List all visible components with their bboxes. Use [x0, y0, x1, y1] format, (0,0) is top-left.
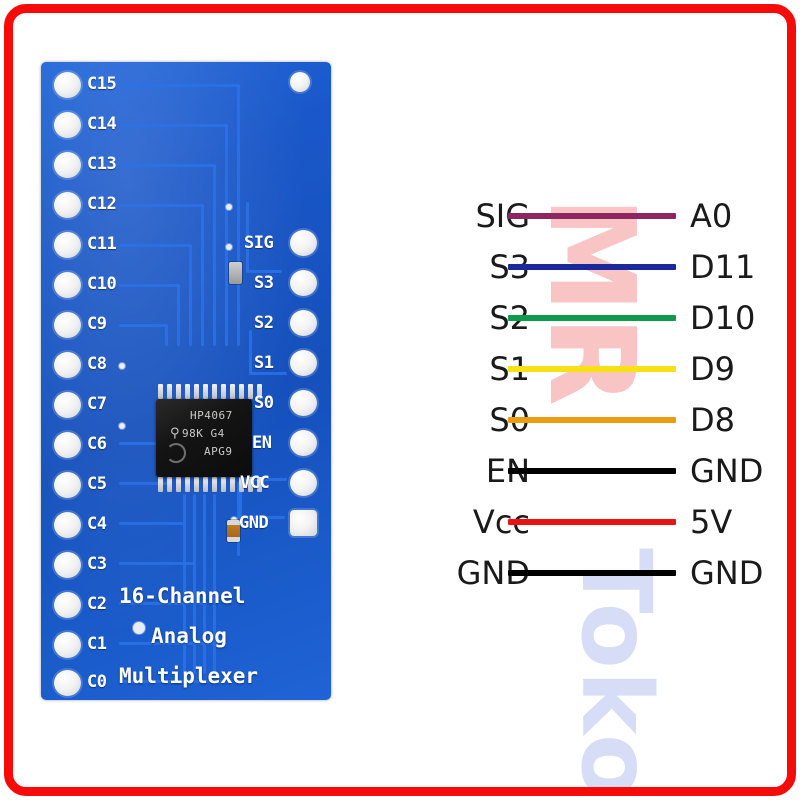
padlabel-c10: C10 [87, 274, 117, 294]
pad-c9 [54, 312, 81, 338]
silkscreen-line-1: 16-Channel [119, 584, 246, 608]
pad-c8 [54, 352, 81, 378]
wiring-row: EN GND [420, 445, 764, 496]
ic-marking-line2: 98K G4 [182, 427, 225, 440]
padlabel-c14: C14 [87, 114, 117, 134]
silkscreen-line-3: Multiplexer [119, 664, 259, 688]
wire-line [508, 467, 676, 474]
pad-c5 [54, 472, 81, 498]
wire-line [508, 518, 676, 525]
pad-c13 [54, 152, 81, 178]
padlabel-gnd: GND [239, 513, 269, 533]
wiring-diagram: SIG A0 S3 D11 S2 D10 S1 D9 S0 D8 EN G [420, 190, 764, 598]
wire-line [508, 416, 676, 423]
pad-c15 [54, 72, 81, 98]
pad-s0 [290, 390, 317, 416]
pad-vcc [290, 470, 317, 496]
mounting-hole [290, 72, 310, 92]
padlabel-c11: C11 [87, 234, 117, 254]
padlabel-c1: C1 [87, 634, 107, 654]
smd-resistor [227, 520, 240, 542]
padlabel-c12: C12 [87, 194, 117, 214]
board-pin-label: A0 [690, 196, 733, 235]
padlabel-c8: C8 [87, 354, 107, 374]
wire-line [508, 314, 676, 321]
padlabel-c3: C3 [87, 554, 107, 574]
padlabel-c6: C6 [87, 434, 107, 454]
ic-pins-bottom [158, 477, 262, 492]
silkscreen-line-2: Analog [151, 624, 227, 648]
board-pin-label: 5V [690, 502, 733, 541]
wiring-row: S0 D8 [420, 394, 735, 445]
pad-c6 [54, 432, 81, 458]
pad-s3 [290, 270, 317, 296]
padlabel-c9: C9 [87, 314, 107, 334]
padlabel-vcc: VCC [240, 473, 270, 493]
board-pin-label: D11 [690, 247, 756, 286]
mux-ic-package: ⚲ HP4067 98K G4 APG9 [156, 399, 252, 477]
pad-c3 [54, 552, 81, 578]
pad-s2 [290, 310, 317, 336]
wire-line [508, 569, 676, 576]
wiring-row: SIG A0 [420, 190, 733, 241]
ti-logo-icon: ⚲ [170, 426, 180, 441]
padlabel-sig: SIG [244, 233, 274, 253]
board-pin-label: D10 [690, 298, 756, 337]
wiring-row: GND GND [420, 547, 764, 598]
pad-c14 [54, 112, 81, 138]
padlabel-c4: C4 [87, 514, 107, 534]
wire-line [508, 365, 676, 372]
padlabel-c7: C7 [87, 394, 107, 414]
wiring-row: S3 D11 [420, 241, 755, 292]
board-pin-label: D9 [690, 349, 735, 388]
padlabel-c13: C13 [87, 154, 117, 174]
pad-c1 [54, 632, 81, 658]
wiring-row: Vcc 5V [420, 496, 733, 547]
pad-c12 [54, 192, 81, 218]
wiring-row: S2 D10 [420, 292, 755, 343]
ic-pins-top [158, 384, 262, 399]
padlabel-en: EN [252, 433, 272, 453]
padlabel-s1: S1 [254, 353, 274, 373]
padlabel-s0: S0 [254, 393, 274, 413]
pad-sig [290, 230, 317, 256]
board-pin-label: GND [690, 451, 764, 490]
board-pin-label: D8 [690, 400, 735, 439]
board-pin-label: GND [690, 553, 764, 592]
ic-marking-line3: APG9 [204, 445, 233, 458]
pad-en [290, 430, 317, 456]
pad-c0 [54, 670, 81, 696]
padlabel-s2: S2 [254, 313, 274, 333]
multiplexer-board: ⚲ HP4067 98K G4 APG9 C15 C14 C13 C12 C11… [41, 62, 331, 700]
pad-c7 [54, 392, 81, 418]
padlabel-c2: C2 [87, 594, 107, 614]
wire-line [508, 212, 676, 219]
padlabel-c0: C0 [87, 672, 107, 692]
pad-c4 [54, 512, 81, 538]
wiring-row: S1 D9 [420, 343, 735, 394]
smd-component-top [229, 262, 242, 284]
pad-gnd [290, 510, 317, 536]
pad-s1 [290, 350, 317, 376]
ic-pin1-notch [166, 443, 186, 463]
pad-c2 [54, 592, 81, 618]
wire-line [508, 263, 676, 270]
padlabel-s3: S3 [254, 273, 274, 293]
ic-marking-line1: HP4067 [190, 409, 233, 422]
pad-c10 [54, 272, 81, 298]
padlabel-c15: C15 [87, 74, 117, 94]
pad-c11 [54, 232, 81, 258]
padlabel-c5: C5 [87, 474, 107, 494]
